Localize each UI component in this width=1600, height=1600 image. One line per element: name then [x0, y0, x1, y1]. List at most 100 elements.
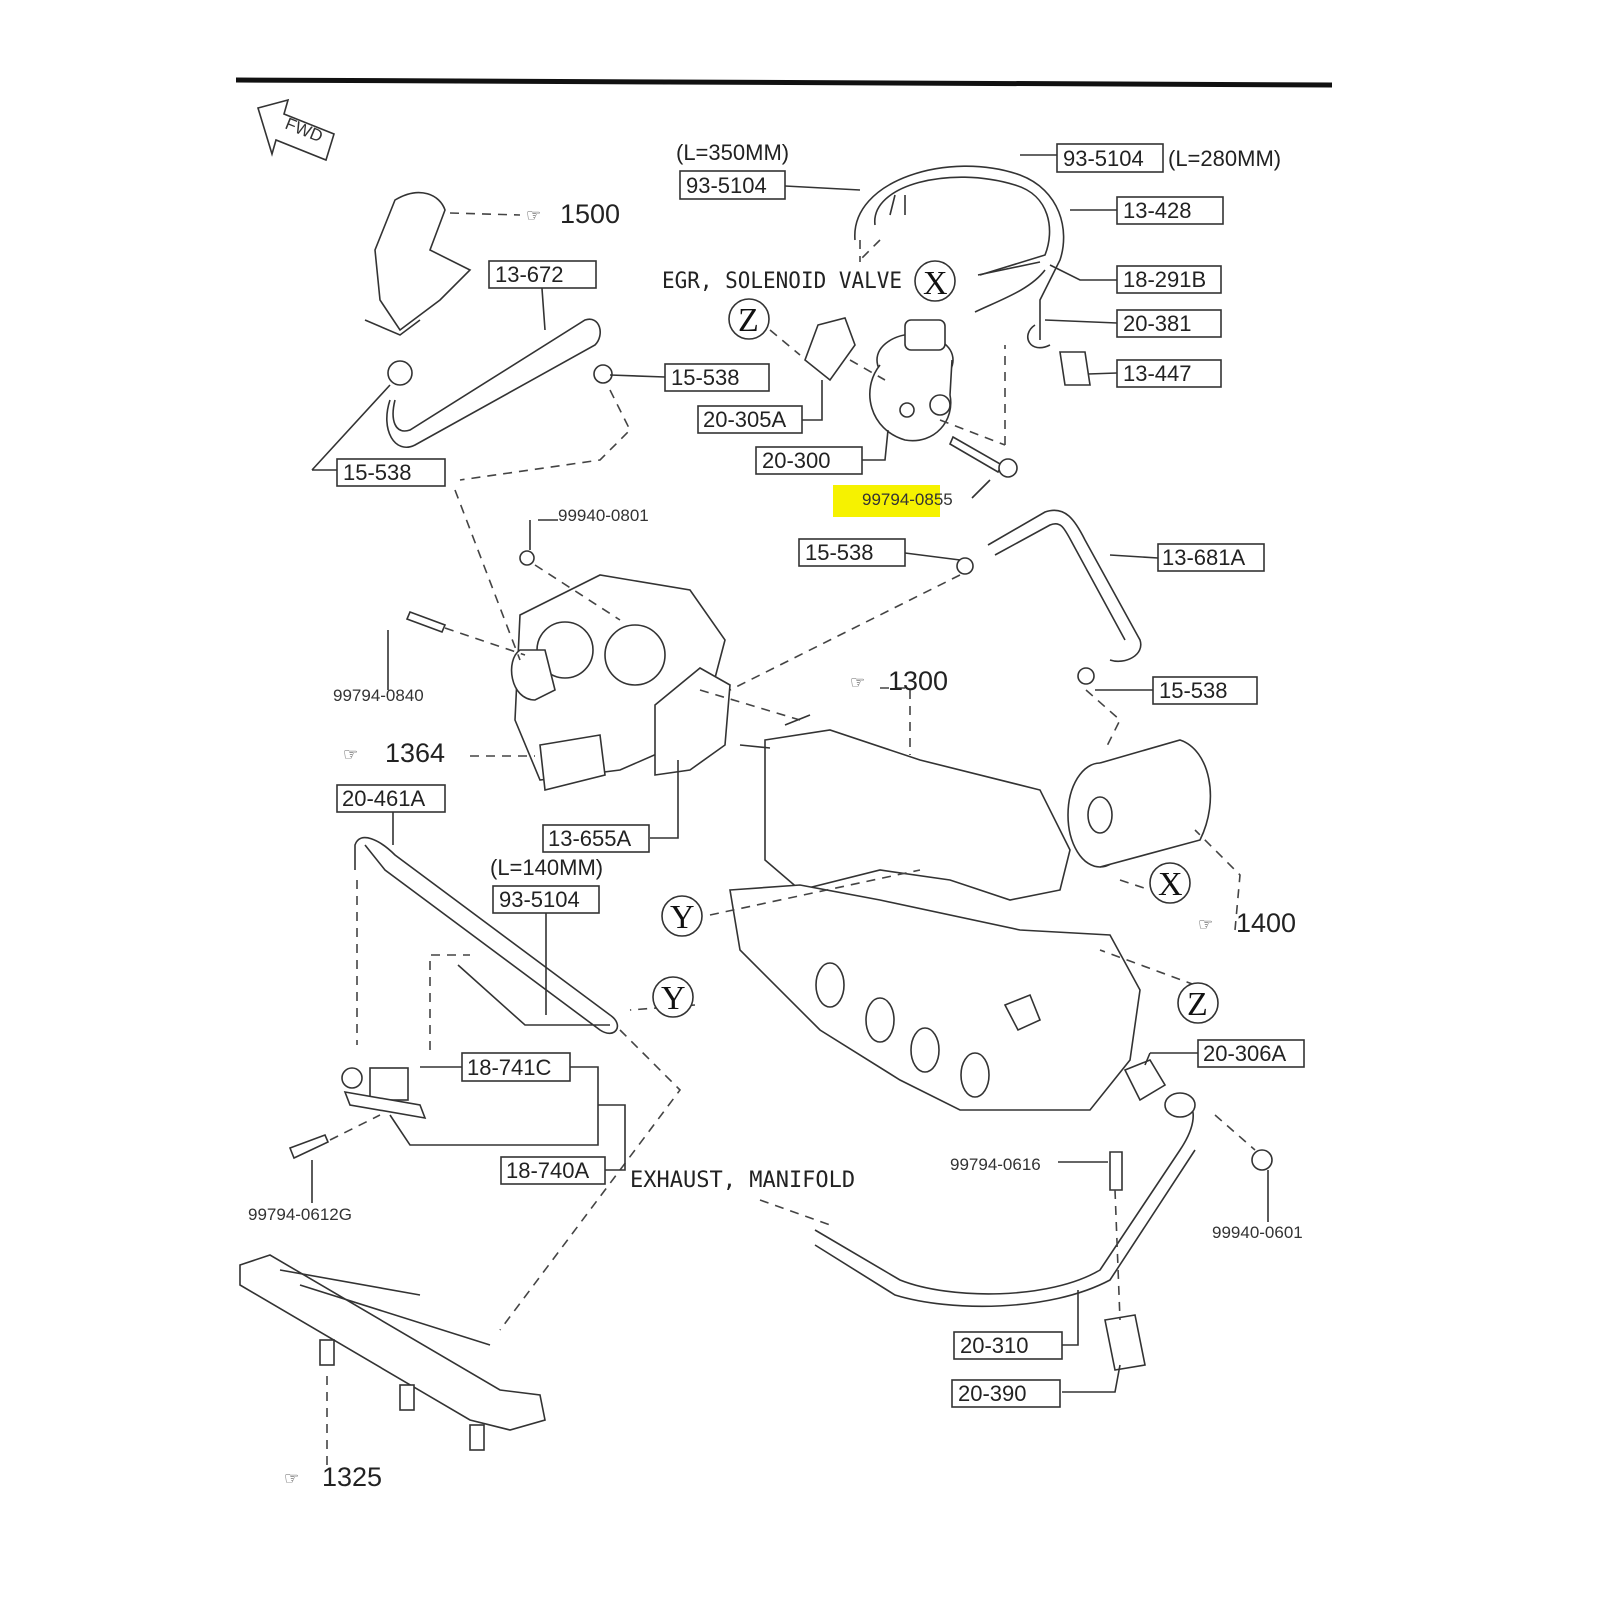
svg-text:X: X	[1158, 866, 1183, 903]
pointing-hand-icon: ☞	[284, 1469, 299, 1488]
part-15-538-top[interactable]: 15-538	[664, 363, 770, 392]
canister-1400	[1067, 739, 1212, 868]
part-20-310[interactable]: 20-310	[953, 1331, 1063, 1360]
ref-1500[interactable]: ☞ 1500	[526, 199, 620, 229]
part-15-538-right[interactable]: 15-538	[1152, 676, 1258, 705]
part-18-740a[interactable]: 18-740A	[500, 1156, 606, 1185]
part-18-741c[interactable]: 18-741C	[461, 1052, 571, 1082]
svg-text:1400: 1400	[1236, 908, 1296, 938]
svg-text:20-300: 20-300	[762, 448, 831, 473]
callout-y-bottom: Y	[652, 976, 694, 1018]
ref-1325[interactable]: ☞ 1325	[284, 1462, 382, 1492]
svg-text:20-390: 20-390	[958, 1381, 1027, 1406]
callout-x-right: X	[1149, 862, 1191, 904]
part-15-538-left[interactable]: 15-538	[336, 458, 446, 487]
length-350-label: (L=350MM)	[676, 140, 789, 165]
gasket-13-655a	[654, 667, 731, 776]
svg-text:1300: 1300	[888, 666, 948, 696]
part-13-672[interactable]: 13-672	[488, 260, 597, 289]
svg-text:18-291B: 18-291B	[1123, 267, 1206, 292]
part-93-5104-280[interactable]: 93-5104	[1056, 143, 1164, 173]
pointing-hand-icon: ☞	[526, 206, 541, 225]
clamp-15-538-left	[387, 360, 413, 386]
part-99794-0612g[interactable]: 99794-0612G	[248, 1205, 352, 1224]
svg-text:18-740A: 18-740A	[506, 1158, 590, 1183]
fwd-arrow-icon: FWD	[256, 98, 335, 162]
svg-text:20-310: 20-310	[960, 1333, 1029, 1358]
bolt-99794-0612g	[288, 1133, 330, 1160]
svg-text:Z: Z	[1187, 986, 1208, 1023]
ref-1400[interactable]: ☞ 1400	[1198, 908, 1296, 938]
egr-valve-20-300	[869, 319, 954, 442]
svg-text:18-741C: 18-741C	[467, 1055, 552, 1080]
callout-z-top: Z	[728, 298, 770, 340]
svg-text:1325: 1325	[322, 1462, 382, 1492]
bracket-20-390	[1104, 1314, 1146, 1371]
nut-99940-0601	[1251, 1149, 1273, 1171]
part-99794-0840[interactable]: 99794-0840	[333, 686, 424, 705]
part-13-681a[interactable]: 13-681A	[1157, 543, 1265, 572]
egr-solenoid-valve-label: EGR, SOLENOID VALVE	[662, 269, 902, 294]
hose-20-461a	[354, 836, 619, 1035]
bolt-99794-0616	[1109, 1151, 1123, 1191]
hose-13-681a	[987, 509, 1142, 662]
part-93-5104-140[interactable]: 93-5104	[492, 885, 600, 914]
bolt-99794-0840	[405, 610, 447, 634]
part-99940-0801[interactable]: 99940-0801	[558, 506, 649, 525]
part-18-291b[interactable]: 18-291B	[1116, 265, 1222, 294]
ref-1364[interactable]: ☞ 1364	[343, 738, 445, 768]
air-duct-1500	[364, 191, 472, 336]
pointing-hand-icon: ☞	[1198, 915, 1213, 934]
pointing-hand-icon: ☞	[850, 673, 865, 692]
svg-text:93-5104: 93-5104	[499, 887, 580, 912]
gasket-20-306a	[1123, 1059, 1167, 1102]
part-20-306a[interactable]: 20-306A	[1197, 1039, 1305, 1068]
part-99794-0855-highlighted[interactable]: 99794-0855	[833, 485, 953, 517]
part-99940-0601[interactable]: 99940-0601	[1212, 1223, 1303, 1242]
nut-99940-0801	[519, 550, 535, 566]
pipe-flange	[1164, 1092, 1196, 1118]
part-20-390[interactable]: 20-390	[951, 1379, 1061, 1408]
part-20-300[interactable]: 20-300	[755, 446, 863, 475]
solenoid-18-741c	[341, 1067, 427, 1120]
svg-text:93-5104: 93-5104	[686, 173, 767, 198]
part-20-461a[interactable]: 20-461A	[336, 784, 446, 813]
svg-text:15-538: 15-538	[671, 365, 740, 390]
part-99794-0616[interactable]: 99794-0616	[950, 1155, 1041, 1174]
clamp-15-538-top	[593, 364, 613, 384]
intake-manifold	[729, 729, 1141, 1111]
svg-text:13-655A: 13-655A	[548, 826, 632, 851]
svg-text:Y: Y	[670, 899, 695, 936]
part-13-428[interactable]: 13-428	[1116, 196, 1224, 225]
svg-text:13-672: 13-672	[495, 262, 564, 287]
ref-1300[interactable]: ☞ 1300	[850, 666, 948, 696]
callout-y-left: Y	[661, 895, 703, 937]
svg-text:93-5104: 93-5104	[1063, 146, 1144, 171]
pointing-hand-icon: ☞	[343, 745, 358, 764]
part-15-538-mid[interactable]: 15-538	[798, 538, 906, 567]
callout-x-top: X	[914, 260, 956, 302]
svg-text:13-428: 13-428	[1123, 198, 1192, 223]
part-13-447[interactable]: 13-447	[1116, 359, 1222, 388]
part-93-5104-350[interactable]: 93-5104	[679, 170, 786, 200]
svg-text:1500: 1500	[560, 199, 620, 229]
part-20-305a[interactable]: 20-305A	[697, 405, 803, 434]
part-13-655a[interactable]: 13-655A	[542, 824, 650, 853]
callout-z-right: Z	[1177, 982, 1219, 1024]
clip-13-447	[1059, 351, 1091, 386]
clamp-15-538-mid	[956, 557, 974, 575]
svg-text:20-305A: 20-305A	[703, 407, 787, 432]
bolt-99794-0855	[948, 435, 1018, 478]
svg-text:Y: Y	[661, 980, 686, 1017]
exhaust-manifold-label: EXHAUST, MANIFOLD	[630, 1168, 855, 1193]
svg-text:15-538: 15-538	[343, 460, 412, 485]
svg-text:1364: 1364	[385, 738, 445, 768]
svg-text:20-306A: 20-306A	[1203, 1041, 1287, 1066]
svg-text:99794-0855: 99794-0855	[862, 490, 953, 509]
fuel-rail-1325	[239, 1254, 546, 1451]
top-rule	[235, 77, 1333, 88]
svg-text:20-381: 20-381	[1123, 311, 1192, 336]
hose-13-672	[386, 318, 601, 448]
part-20-381[interactable]: 20-381	[1116, 309, 1222, 338]
